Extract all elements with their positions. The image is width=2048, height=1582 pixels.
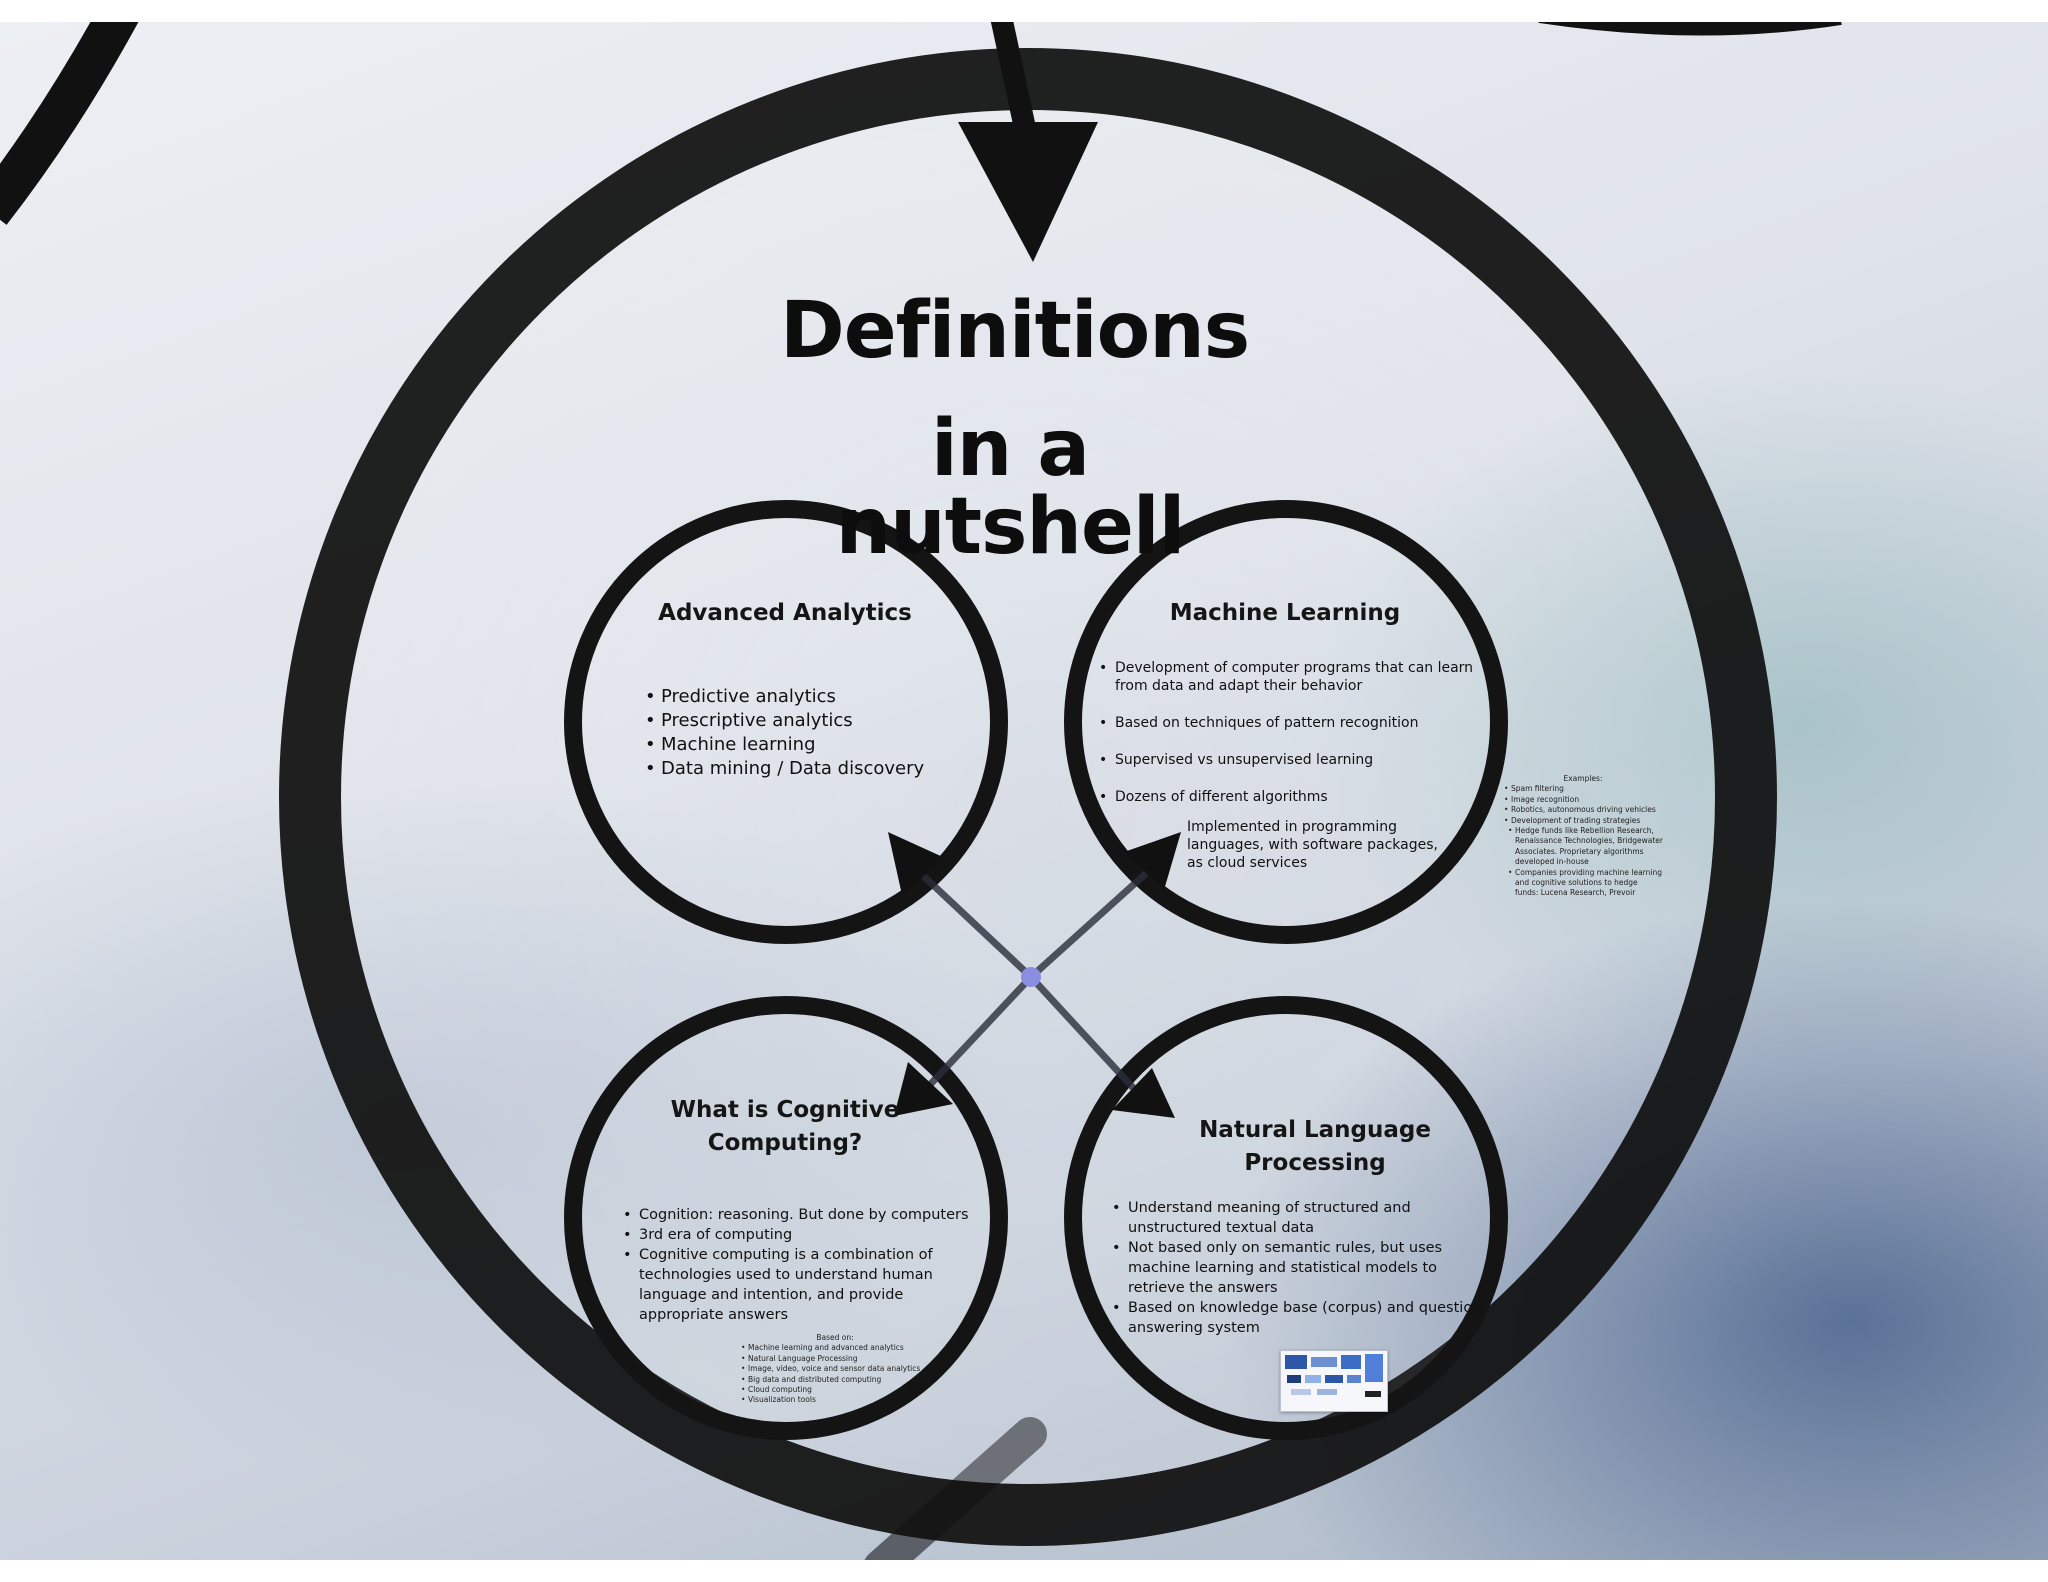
cognitive-title-line1: What is Cognitive <box>670 1097 900 1123</box>
list-item: Development of trading strategies <box>1504 816 1663 827</box>
cognitive-title: What is Cognitive Computing? <box>640 1094 930 1160</box>
outer-ring <box>279 48 1777 1546</box>
list-item: Visualization tools <box>741 1395 930 1406</box>
center-dot <box>1021 967 1041 987</box>
list-item: Hedge funds like Rebellion Research, Ren… <box>1508 826 1663 868</box>
list-item: Machine learning <box>645 733 941 757</box>
advanced-analytics-list: Predictive analytics Prescriptive analyt… <box>643 685 941 781</box>
list-item: Development of computer programs that ca… <box>1099 659 1475 695</box>
advanced-analytics-title: Advanced Analytics <box>658 600 912 626</box>
cognitive-list: Cognition: reasoning. But done by comput… <box>621 1205 979 1325</box>
arrow-to-ml <box>1028 865 1155 980</box>
edge-arc-top-right <box>1538 22 1842 36</box>
based-on-block: Based on: Machine learning and advanced … <box>740 1333 930 1406</box>
list-item: Predictive analytics <box>645 685 941 709</box>
nlp-thumbnail-image <box>1280 1350 1388 1412</box>
list-item: Based on techniques of pattern recogniti… <box>1099 714 1475 732</box>
examples-block: Examples: Spam filtering Image recogniti… <box>1503 774 1663 899</box>
machine-learning-title: Machine Learning <box>1169 600 1401 626</box>
list-item: Based on knowledge base (corpus) and que… <box>1112 1298 1494 1338</box>
arrowhead-nlp <box>1112 1068 1175 1118</box>
machine-learning-note: Implemented in programming languages, wi… <box>1187 819 1438 871</box>
prezi-canvas: Definitions in a nutshell Advanced Analy… <box>0 22 2048 1560</box>
edge-arc-left <box>0 22 139 225</box>
list-item: Big data and distributed computing <box>741 1375 930 1386</box>
list-item: Understand meaning of structured and uns… <box>1112 1198 1494 1238</box>
nlp-title: Natural Language Processing <box>1199 1117 1431 1176</box>
list-item: Companies providing machine learning and… <box>1508 868 1663 899</box>
list-item: Cognition: reasoning. But done by comput… <box>623 1205 979 1225</box>
list-item: Data mining / Data discovery <box>645 757 941 781</box>
list-item: Prescriptive analytics <box>645 709 941 733</box>
examples-heading: Examples: <box>1563 774 1603 783</box>
list-item: Supervised vs unsupervised learning <box>1099 751 1475 769</box>
list-item: Not based only on semantic rules, but us… <box>1112 1238 1494 1298</box>
list-item: Natural Language Processing <box>741 1354 930 1365</box>
arrowhead-advanced <box>888 832 945 895</box>
page-title-line2: in a nutshell <box>835 404 1186 572</box>
list-item: Dozens of different algorithms <box>1099 788 1475 806</box>
arrow-to-advanced <box>912 865 1034 980</box>
list-item: Spam filtering <box>1504 784 1663 795</box>
list-item: 3rd era of computing <box>623 1225 979 1245</box>
machine-learning-list: Development of computer programs that ca… <box>1097 659 1475 825</box>
nlp-list: Understand meaning of structured and uns… <box>1110 1198 1494 1338</box>
top-arrow-head <box>958 122 1098 262</box>
list-item: Image, video, voice and sensor data anal… <box>741 1364 930 1375</box>
list-item: Machine learning and advanced analytics <box>741 1343 930 1354</box>
arrowhead-cognitive <box>894 1062 953 1116</box>
based-on-heading: Based on: <box>816 1333 854 1342</box>
cognitive-title-line2: Computing? <box>707 1130 863 1156</box>
top-arrow-shaft <box>990 22 1039 145</box>
list-item: Cloud computing <box>741 1385 930 1396</box>
list-item: Image recognition <box>1504 795 1663 806</box>
list-item: Cognitive computing is a combination of … <box>623 1245 979 1325</box>
arrow-to-nlp <box>1028 974 1140 1095</box>
diagram-shapes <box>0 22 1842 1560</box>
list-item: Robotics, autonomous driving vehicles <box>1504 805 1663 816</box>
page-title-line1: Definitions <box>780 286 1250 376</box>
arrow-to-cognitive <box>922 974 1034 1093</box>
arrowhead-ml <box>1124 832 1181 890</box>
